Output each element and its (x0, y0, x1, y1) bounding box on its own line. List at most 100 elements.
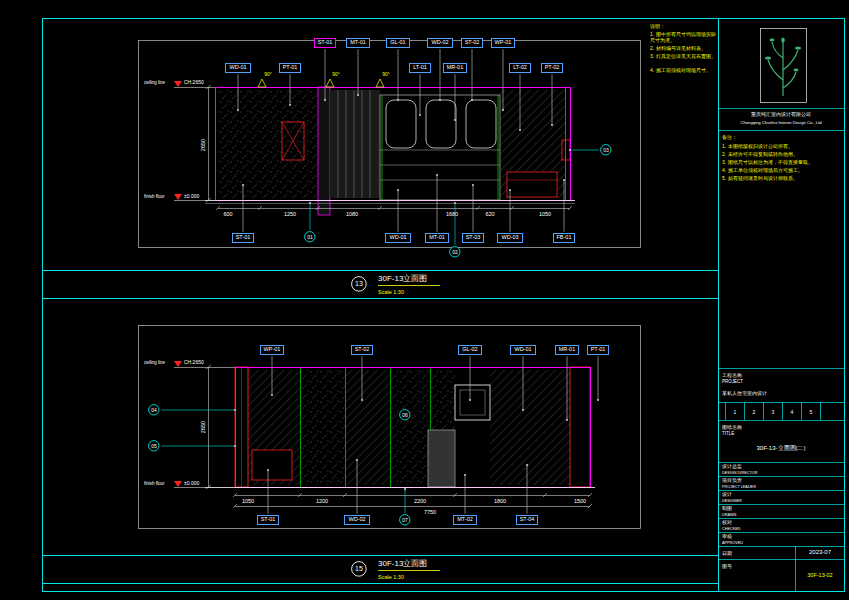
leader-line (325, 49, 326, 100)
section-number: 04 (151, 408, 157, 413)
view-title: 30F-13立面图 (378, 274, 427, 284)
leader-dot (471, 99, 473, 101)
leader-line (564, 180, 565, 232)
material-tag: ST-02 (351, 345, 374, 355)
dimension: 2650 (200, 421, 207, 433)
material-tag: FB-01 (553, 233, 576, 243)
leader-dot (242, 184, 244, 186)
leader-dot (357, 94, 359, 96)
material-code: ST-02 (465, 40, 480, 46)
leader-dot (397, 189, 399, 191)
view-number: 15 (355, 565, 363, 572)
material-code: WD-02 (348, 517, 365, 523)
material-tag: ST-02 (461, 38, 484, 48)
scale-text: Scale 1:30 (378, 289, 404, 296)
leader-dot (454, 119, 456, 121)
material-tag: ST-04 (516, 515, 539, 525)
elevation-13 (174, 79, 575, 215)
leader-dot (234, 445, 236, 447)
dimension: 2200 (414, 498, 426, 505)
title-block-text: 3 (772, 409, 775, 415)
material-code: LT-01 (413, 65, 427, 71)
section-number: 01 (307, 235, 313, 240)
leader-dot (551, 124, 553, 126)
section-number: 05 (151, 444, 157, 449)
leader-line (523, 356, 524, 410)
leader-dot (397, 99, 399, 101)
circle (400, 515, 410, 525)
view-number-circle: 13 (351, 276, 367, 292)
dimension: 1680 (446, 211, 458, 218)
material-code: LT-02 (513, 65, 527, 71)
leader-dot (237, 109, 239, 111)
material-tag: WP-01 (491, 38, 516, 48)
dimension: 600 (223, 211, 232, 218)
beam-angle: 90° (332, 71, 340, 77)
dimension: 1050 (242, 498, 254, 505)
material-code: GL-01 (390, 40, 405, 46)
circle (601, 145, 611, 155)
level-mark: CH:2650 (184, 79, 204, 85)
material-code: WP-01 (495, 40, 512, 46)
material-tag: WD-01 (225, 63, 250, 73)
title-block-text: APPROVED (722, 540, 743, 545)
material-tag: MT-01 (346, 38, 370, 48)
material-tag: MT-01 (425, 233, 449, 243)
leader-dot (361, 399, 363, 401)
leader-line (527, 465, 528, 514)
leader-dot (519, 129, 521, 131)
title-block-text: 4 (791, 409, 794, 415)
circle (305, 232, 315, 242)
material-tag: MR-01 (443, 63, 468, 73)
material-tag: WD-01 (510, 345, 535, 355)
viewport-frame (139, 41, 641, 529)
title-block-text: 5 (810, 409, 813, 415)
material-code: WD-02 (431, 40, 448, 46)
leader-dot (597, 399, 599, 401)
material-code: ST-01 (236, 235, 251, 241)
material-code: GL-02 (462, 347, 477, 353)
section-number: 06 (402, 413, 408, 418)
leader-dot (469, 399, 471, 401)
circle (149, 441, 159, 451)
material-code: ST-03 (466, 235, 481, 241)
leader-dot (509, 189, 511, 191)
material-code: MT-02 (457, 517, 473, 523)
leader-line (570, 150, 599, 151)
material-code: ST-01 (318, 40, 333, 46)
title-block-text: 图纸名称 (722, 424, 742, 430)
title-block-text: 2 (753, 409, 756, 415)
leader-line (161, 410, 235, 411)
leader-line (268, 470, 269, 514)
dimension: 7750 (424, 509, 436, 516)
leader-dot (309, 202, 311, 204)
dimension: 1800 (494, 498, 506, 505)
material-tag: PT-01 (587, 345, 610, 355)
title-block-text: 1 (734, 409, 737, 415)
dimension: 620 (485, 211, 494, 218)
title-block-text: 2023-07 (809, 549, 831, 556)
general-note: 4. 施工前须核对现场尺寸。 (650, 67, 716, 73)
elevation-15 (174, 361, 595, 508)
material-tag: ST-01 (232, 233, 255, 243)
leader-dot (454, 202, 456, 204)
sheet-frame (42, 18, 845, 592)
section-marker: 03 (600, 144, 612, 156)
leader-line (470, 356, 471, 400)
leader-line (290, 74, 291, 105)
section-marker: 01 (304, 231, 316, 243)
material-code: ST-04 (520, 517, 535, 523)
title-block-text: 设计 (722, 492, 732, 497)
leader-line (503, 49, 504, 110)
leader-line (437, 175, 438, 232)
beam-angle: 90° (382, 71, 390, 77)
leader-line (520, 74, 521, 130)
title-block-text: PROJECT (722, 379, 743, 384)
material-code: FB-01 (557, 235, 572, 241)
material-code: WD-01 (389, 235, 406, 241)
circle (352, 277, 367, 292)
general-note: 说明： (650, 23, 665, 29)
title-block-text: 校对 (722, 520, 732, 525)
leader-dot (404, 488, 406, 490)
leader-lines (161, 49, 599, 514)
